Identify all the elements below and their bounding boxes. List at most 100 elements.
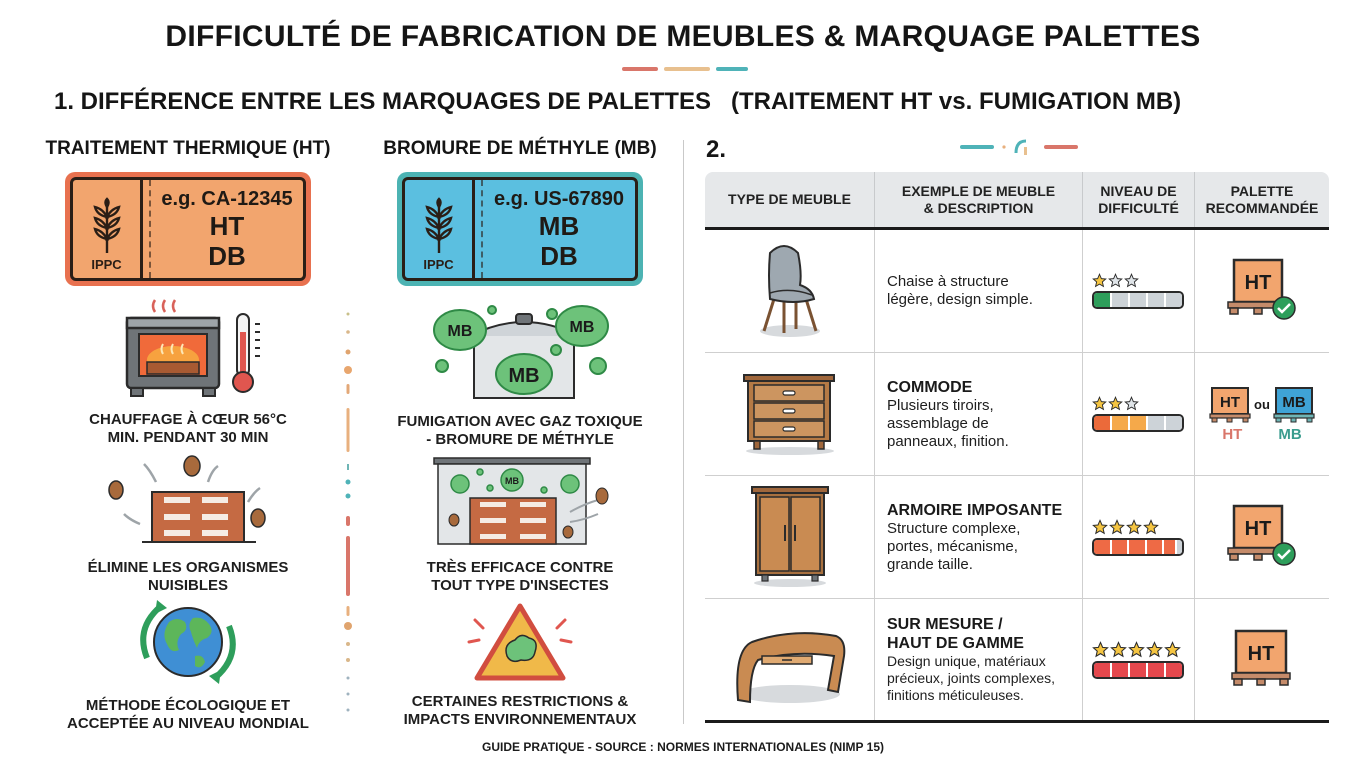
section1-title: 1. DIFFÉRENCE ENTRE LES MARQUAGES DE PAL… (54, 88, 1182, 115)
mb-heading: BROMURE DE MÉTHYLE (MB) (383, 138, 657, 159)
mb-stamp: IPPC e.g. US-67890 MB DB (397, 172, 643, 286)
star-icon (1124, 273, 1139, 288)
row-description: panneaux, finition. (887, 432, 1009, 450)
ht-feature-caption: MIN. PENDANT 30 MIN (107, 429, 269, 446)
row-description: précieux, joints complexes, (887, 670, 1056, 686)
section2-decoration (960, 139, 1078, 155)
fumigation-chamber-icon: MB (433, 457, 609, 545)
star-icon (1164, 640, 1181, 657)
star-icon (1143, 518, 1159, 534)
ht-pallet-icon: HT (1231, 629, 1291, 686)
mb-feature-caption: FUMIGATION AVEC GAZ TOXIQUE (397, 413, 643, 430)
mb-pallet-icon: MB (1273, 386, 1315, 422)
chair-icon (759, 245, 820, 337)
star-icon (1126, 518, 1142, 534)
svg-text:HT: HT (1245, 518, 1272, 540)
wheat-icon (424, 197, 453, 253)
ht-code: e.g. CA-12345 (161, 187, 293, 210)
row-description: Chaise à structure (887, 273, 1009, 290)
difficulty-cell (1083, 230, 1195, 352)
ht-feature-caption: ÉLIMINE LES ORGANISMES (87, 559, 289, 576)
ht-feature-caption: MÉTHODE ÉCOLOGIQUE ET (85, 697, 291, 714)
furniture-table: TYPE DE MEUBLE EXEMPLE DE MEUBLE& DESCRI… (705, 172, 1329, 723)
star-rating (1092, 518, 1159, 535)
ht-heading: TRAITEMENT THERMIQUE (HT) (45, 138, 331, 159)
mb-feature-caption: CERTAINES RESTRICTIONS & (411, 693, 629, 710)
ht-feature-pests: ÉLIMINE LES ORGANISMES NUISIBLES (28, 452, 348, 595)
row-description: finitions méticuleuses. (887, 687, 1024, 703)
ht-column: TRAITEMENT THERMIQUE (HT) IPPC e.g. CA-1… (28, 138, 348, 286)
mb-feature-caption: - BROMURE DE MÉTHYLE (426, 431, 614, 448)
row-description: légère, design simple. (887, 291, 1033, 308)
mb-db: DB (540, 240, 578, 271)
column-header: EXEMPLE DE MEUBLE& DESCRIPTION (875, 172, 1083, 227)
ht-feature-heating: CHAUFFAGE À CŒUR 56°C MIN. PENDANT 30 MI… (28, 298, 348, 447)
warning-triangle-icon (467, 603, 573, 681)
star-icon (1128, 640, 1145, 657)
row-name: SUR MESURE / (887, 616, 1003, 633)
ht-pallet-check-icon: HT (1227, 504, 1296, 566)
mb-feature-caption: TRÈS EFFICACE CONTRE (426, 559, 614, 576)
mb-feature-chamber: MB TRÈS EFFICACE CONTRE TOUT TYPE D'INSE… (360, 456, 680, 595)
dresser-icon (742, 374, 835, 455)
row-description: portes, mécanisme, (887, 537, 1018, 555)
wheat-icon (92, 197, 121, 253)
mb-feature-caption: IMPACTS ENVIRONNEMENTAUX (403, 711, 637, 728)
ht-feature-caption: ACCEPTÉE AU NIVEAU MONDIAL (67, 715, 309, 732)
svg-text:MB: MB (508, 365, 539, 387)
ht-treatment: HT (209, 210, 245, 241)
svg-text:HT: HT (1220, 394, 1240, 411)
star-icon (1092, 518, 1108, 534)
ht-pallet-icon: HT (1209, 386, 1251, 422)
mb-cloud-text: MB (448, 323, 473, 340)
difficulty-cell (1083, 476, 1195, 598)
ippc-label: IPPC (91, 257, 122, 272)
dotted-divider (344, 312, 352, 712)
row-description: assemblage de (887, 414, 989, 432)
pallet-pests-icon (108, 455, 266, 543)
star-icon (1109, 518, 1125, 534)
mb-caption: MB (1278, 425, 1302, 443)
section2-title: 2. (706, 136, 727, 163)
svg-text:MB: MB (505, 476, 519, 486)
svg-text:HT: HT (1245, 272, 1272, 294)
gas-pot-icon: MB MB MB (433, 305, 609, 399)
ippc-label: IPPC (423, 257, 454, 272)
table-row: Chaise à structure légère, design simple… (705, 230, 1329, 353)
difficulty-cell (1083, 353, 1195, 475)
table-row: COMMODE Plusieurs tiroirs, assemblage de… (705, 353, 1329, 476)
star-icon (1110, 640, 1127, 657)
star-icon (1092, 396, 1107, 411)
ht-feature-caption: CHAUFFAGE À CŒUR 56°C (89, 411, 287, 428)
row-name: HAUT DE GAMME (887, 635, 1024, 652)
row-description: grande taille. (887, 555, 973, 573)
star-icon (1092, 640, 1109, 657)
difficulty-bar (1092, 537, 1184, 556)
star-icon (1092, 273, 1107, 288)
column-header: TYPE DE MEUBLE (705, 172, 875, 227)
bespoke-desk-icon (735, 631, 845, 703)
row-name: ARMOIRE IMPOSANTE (887, 501, 1063, 519)
star-rating (1092, 640, 1181, 658)
mb-column: BROMURE DE MÉTHYLE (MB) IPPC e.g. US-678… (360, 138, 680, 286)
star-icon (1108, 396, 1123, 411)
page-title: DIFFICULTÉ DE FABRICATION DE MEUBLES & M… (165, 20, 1201, 53)
difficulty-cell (1083, 599, 1195, 720)
star-icon (1108, 273, 1123, 288)
difficulty-bar (1092, 291, 1184, 309)
ht-feature-caption: NUISIBLES (147, 577, 228, 594)
ht-db: DB (208, 240, 246, 271)
difficulty-bar (1092, 660, 1184, 679)
star-icon (1124, 396, 1139, 411)
svg-text:MB: MB (1282, 394, 1305, 411)
mb-feature-restrictions: CERTAINES RESTRICTIONS & IMPACTS ENVIRON… (360, 600, 680, 729)
svg-text:MB: MB (570, 319, 595, 336)
globe-recycle-icon (140, 600, 236, 684)
row-description: Plusieurs tiroirs, (887, 396, 994, 414)
svg-text:HT: HT (1248, 643, 1275, 665)
oven-thermometer-icon (125, 299, 260, 397)
mb-code: e.g. US-67890 (493, 187, 625, 210)
ht-feature-eco: MÉTHODE ÉCOLOGIQUE ET ACCEPTÉE AU NIVEAU… (28, 598, 348, 733)
